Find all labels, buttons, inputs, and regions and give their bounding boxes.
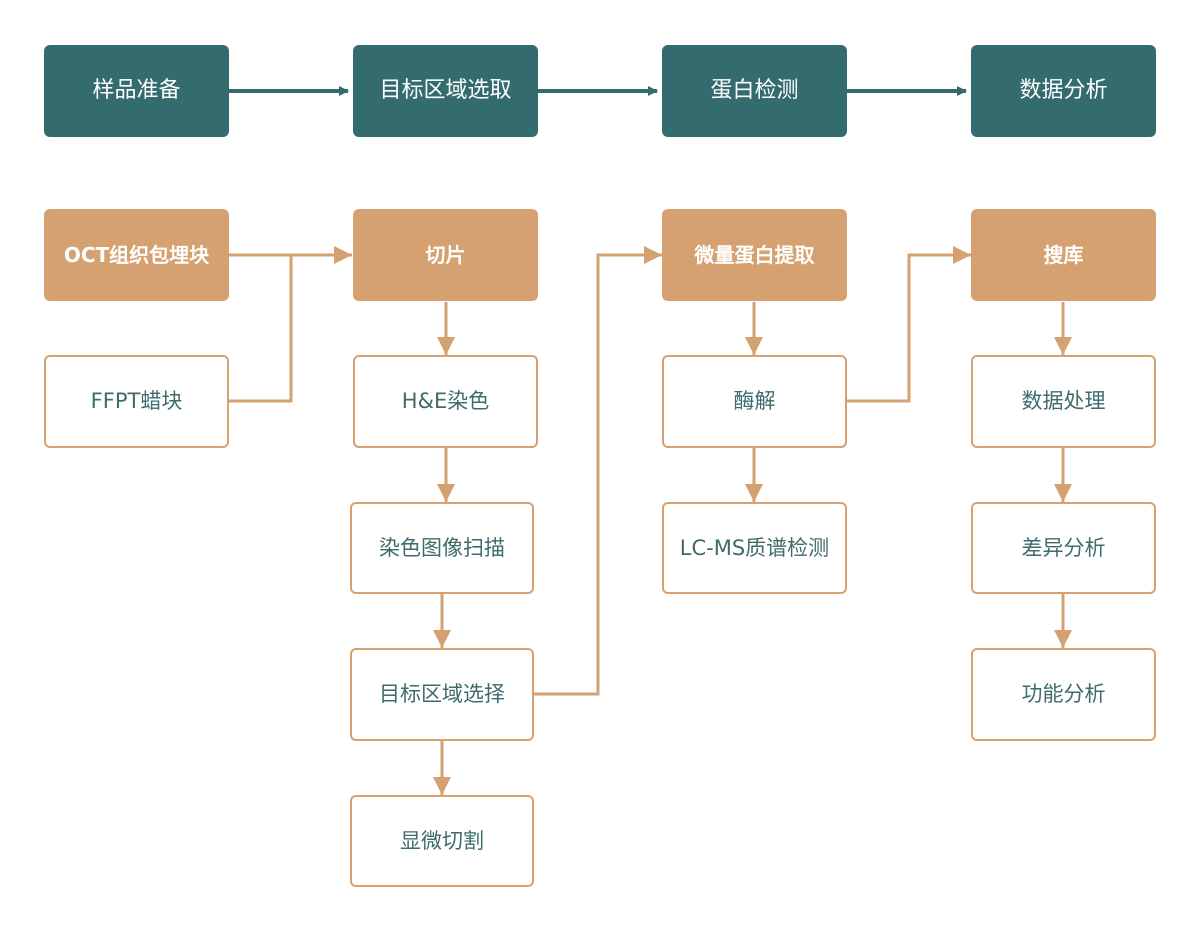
node-label: 切片 <box>425 242 466 267</box>
arrow-select-to-extract <box>533 246 662 696</box>
stage-label: 样品准备 <box>92 78 181 104</box>
node-oct-block: OCT组织包埋块 <box>44 209 229 301</box>
node-lcms: LC-MS质谱检测 <box>662 502 847 594</box>
stage-label: 目标区域选取 <box>379 78 512 104</box>
node-label: 酶解 <box>733 389 776 414</box>
node-label: OCT组织包埋块 <box>63 242 210 267</box>
stage-label: 数据分析 <box>1019 78 1108 104</box>
node-protein-extract: 微量蛋白提取 <box>662 209 847 301</box>
stage-sample-prep: 样品准备 <box>44 45 229 137</box>
node-he-stain: H&E染色 <box>353 355 538 448</box>
stage-region-select: 目标区域选取 <box>353 45 538 137</box>
node-label: H&E染色 <box>401 389 490 414</box>
node-label: 显微切割 <box>400 828 484 853</box>
node-label: FFPT蜡块 <box>90 389 183 414</box>
node-target-select: 目标区域选择 <box>350 648 534 741</box>
stage-data-analysis: 数据分析 <box>971 45 1156 137</box>
node-label: 搜库 <box>1043 242 1084 267</box>
stage-protein-detect: 蛋白检测 <box>662 45 847 137</box>
node-diff-analysis: 差异分析 <box>971 502 1156 594</box>
node-sectioning: 切片 <box>353 209 538 301</box>
node-stain-scan: 染色图像扫描 <box>350 502 534 594</box>
node-ffpt-block: FFPT蜡块 <box>44 355 229 448</box>
node-db-search: 搜库 <box>971 209 1156 301</box>
node-label: 功能分析 <box>1021 682 1106 707</box>
node-label: 目标区域选择 <box>379 682 505 707</box>
line-ffpt-merge <box>229 255 293 403</box>
node-label: LC-MS质谱检测 <box>679 535 830 560</box>
node-func-analysis: 功能分析 <box>971 648 1156 741</box>
node-microdissection: 显微切割 <box>350 795 534 887</box>
node-label: 染色图像扫描 <box>379 535 505 560</box>
arrow-digest-to-search <box>846 246 971 403</box>
node-label: 数据处理 <box>1021 389 1106 414</box>
node-label: 差异分析 <box>1021 535 1106 560</box>
node-digestion: 酶解 <box>662 355 847 448</box>
stage-label: 蛋白检测 <box>710 78 799 104</box>
node-data-processing: 数据处理 <box>971 355 1156 448</box>
node-label: 微量蛋白提取 <box>694 242 815 267</box>
